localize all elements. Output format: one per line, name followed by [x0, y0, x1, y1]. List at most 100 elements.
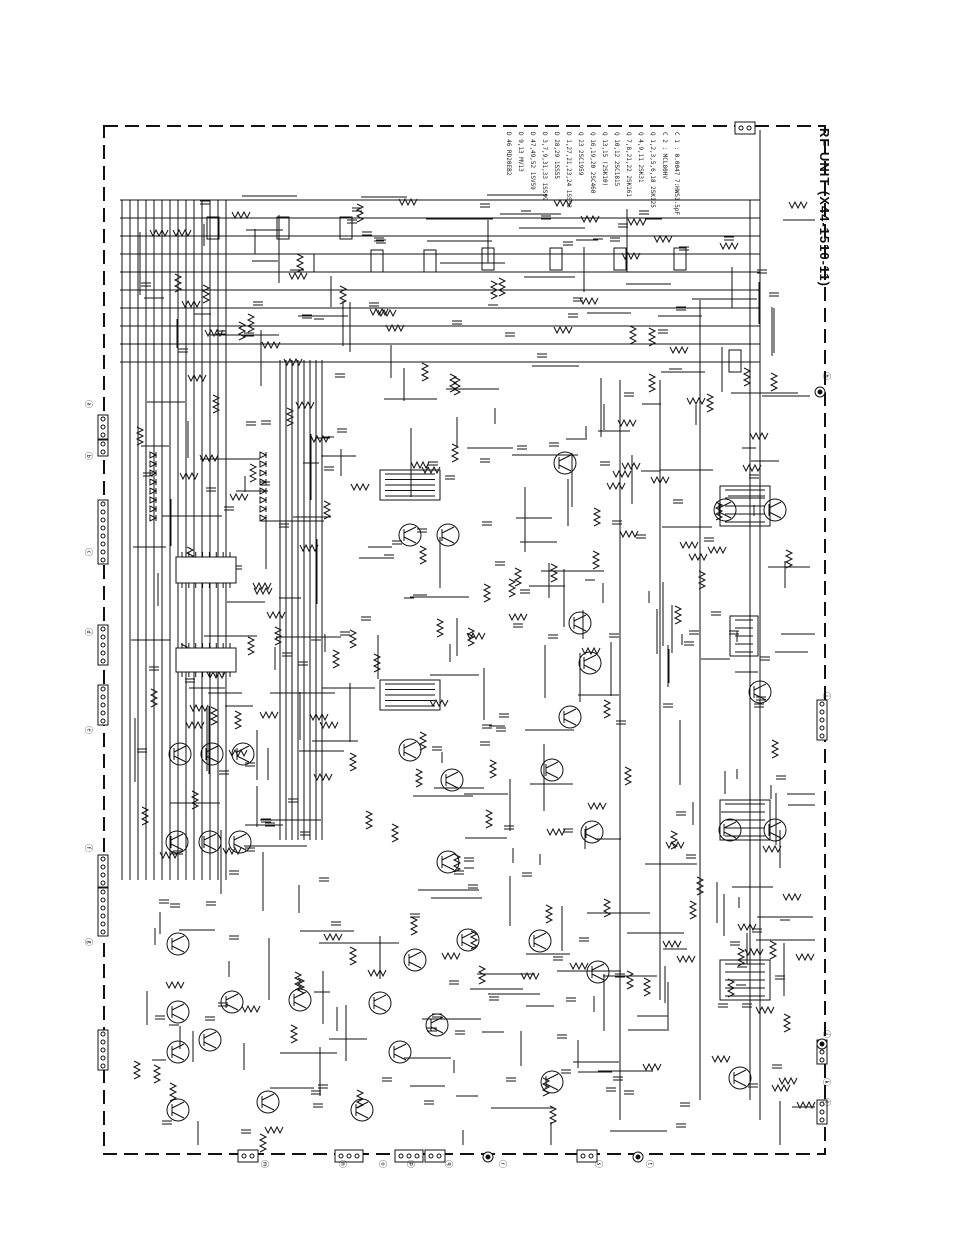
resistor — [788, 200, 808, 210]
resistor — [448, 373, 458, 393]
wire — [408, 961, 422, 969]
resistor — [253, 586, 273, 596]
resistor — [688, 552, 708, 562]
wire — [583, 654, 597, 662]
wire — [261, 1093, 275, 1101]
resistor — [310, 434, 330, 444]
transistor — [165, 830, 189, 854]
wire — [718, 501, 732, 509]
resistor — [385, 323, 405, 333]
resistor — [355, 203, 365, 223]
pin — [241, 1153, 247, 1159]
resistor — [796, 1100, 816, 1110]
resistor — [441, 951, 461, 961]
resistor — [784, 549, 794, 569]
resistor — [348, 629, 358, 649]
transistor — [436, 850, 460, 874]
pin — [100, 1055, 106, 1061]
resistor — [508, 612, 528, 622]
resistor — [259, 710, 279, 720]
resistor — [669, 345, 689, 355]
wire — [355, 1101, 369, 1109]
wire — [733, 1069, 747, 1077]
transistor — [713, 498, 737, 522]
wire — [403, 526, 417, 534]
connector — [97, 499, 109, 565]
coax-center — [635, 1154, 641, 1160]
wire — [355, 1111, 369, 1119]
transistor — [580, 820, 604, 844]
pin — [819, 1057, 825, 1063]
wire — [233, 843, 247, 851]
transistor — [200, 742, 224, 766]
resistor — [187, 373, 207, 383]
wire — [403, 536, 417, 544]
wire — [445, 771, 459, 779]
resistor — [266, 610, 286, 620]
coax-center — [485, 1154, 491, 1160]
resistor — [762, 844, 782, 854]
pin — [100, 889, 106, 895]
wiring — [120, 130, 815, 1145]
wire — [173, 745, 187, 753]
resistor — [211, 394, 221, 414]
pin — [819, 733, 825, 739]
resistor — [172, 228, 192, 238]
resistor — [520, 971, 540, 981]
pin — [819, 725, 825, 731]
wire — [173, 755, 187, 763]
wire — [441, 536, 455, 544]
resistor — [367, 968, 387, 978]
pin — [100, 702, 106, 708]
wire — [768, 831, 782, 839]
wire — [545, 771, 559, 779]
pin — [819, 701, 825, 707]
note-line: C 1 : 0.0047 7:HWS1.5pF — [673, 132, 680, 216]
transistor — [166, 1000, 190, 1024]
wire — [558, 464, 572, 472]
pin — [100, 686, 106, 692]
pin — [580, 1153, 586, 1159]
diode — [149, 478, 158, 486]
wire — [591, 963, 605, 971]
resistor — [778, 1076, 798, 1086]
resistor — [650, 475, 670, 485]
transistor — [586, 960, 610, 984]
resistor — [653, 234, 673, 244]
wire — [768, 511, 782, 519]
pin — [100, 921, 106, 927]
diode — [259, 487, 268, 495]
connector-label: ⓒ — [84, 548, 93, 556]
wire — [205, 755, 219, 763]
resistor — [229, 492, 249, 502]
resistor — [410, 460, 430, 470]
wire — [768, 501, 782, 509]
components — [132, 197, 816, 1153]
connector-label: ⓢ — [594, 1160, 603, 1168]
connector-label: ⓠ — [444, 1160, 453, 1168]
note-line: D 9,13 MV13 — [517, 132, 524, 172]
pin — [100, 1039, 106, 1045]
transistor — [228, 830, 252, 854]
wire — [733, 1079, 747, 1087]
tag-box — [339, 216, 353, 240]
resistor — [420, 362, 430, 382]
coil-box — [729, 615, 759, 657]
resistor — [770, 739, 780, 759]
resistor — [185, 720, 205, 730]
transistor — [440, 768, 464, 792]
resistor — [580, 214, 600, 224]
wire — [723, 821, 737, 829]
connector-label: ⓐ — [84, 400, 93, 408]
connector-label: ⓞ — [378, 1160, 387, 1168]
connector — [576, 1149, 598, 1163]
connector — [237, 1149, 259, 1163]
wire — [205, 745, 219, 753]
pin — [100, 1063, 106, 1069]
transistor — [578, 651, 602, 675]
wire — [203, 1031, 217, 1039]
transistor — [425, 1013, 449, 1037]
transistor — [528, 929, 552, 953]
transistor — [568, 611, 592, 635]
wire — [293, 1001, 307, 1009]
